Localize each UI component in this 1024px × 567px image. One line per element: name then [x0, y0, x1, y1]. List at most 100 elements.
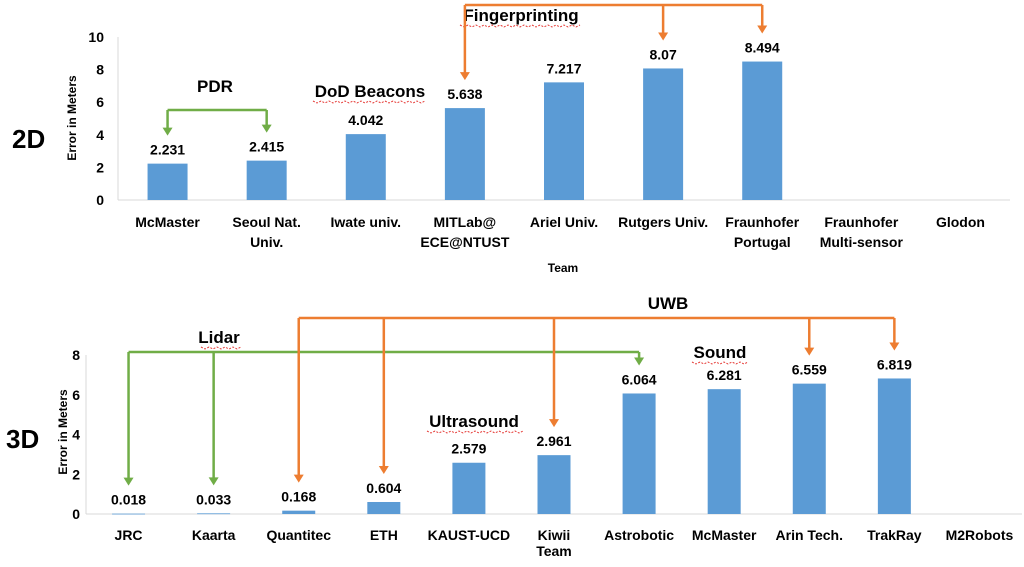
bar: [147, 163, 188, 200]
ylabel-3d: Error in Meters: [56, 389, 70, 475]
arrowhead: [634, 357, 645, 366]
data-label: 2.961: [536, 433, 571, 449]
category-label: Astrobotic: [604, 527, 674, 543]
bar: [444, 108, 485, 200]
data-label: 8.494: [745, 40, 780, 56]
data-label: 6.819: [877, 356, 912, 372]
category-label: Glodon: [936, 214, 985, 230]
annot-lidar: Lidar: [198, 328, 240, 347]
arrowhead: [757, 25, 768, 34]
annot-uwb: UWB: [648, 294, 689, 313]
category-label: Fraunhofer: [824, 214, 898, 230]
category-label: KAUST-UCD: [428, 527, 510, 543]
y-tick-label: 8: [96, 62, 104, 78]
y-tick-label: 8: [72, 347, 80, 363]
data-label: 0.604: [366, 480, 401, 496]
category-label: TrakRay: [867, 527, 922, 543]
category-label: JRC: [115, 527, 143, 543]
category-label: Univ.: [250, 234, 283, 250]
data-label: 7.217: [546, 60, 581, 76]
chart-3d: 024680.018JRC0.033Kaarta0.168Quantitec0.…: [72, 347, 1022, 559]
category-label: Arin Tech.: [776, 527, 843, 543]
bar: [707, 389, 741, 514]
y-tick-label: 4: [72, 427, 80, 443]
arrowhead: [261, 124, 272, 133]
bar: [742, 61, 783, 201]
arrowhead: [208, 477, 219, 486]
category-label: ETH: [370, 527, 398, 543]
data-label: 4.042: [348, 112, 383, 128]
data-label: 6.281: [707, 367, 742, 383]
annotation-connectors: [123, 3, 900, 486]
y-tick-label: 0: [96, 192, 104, 208]
category-label: McMaster: [135, 214, 200, 230]
category-label: Fraunhofer: [725, 214, 799, 230]
annot-fingerprinting: Fingerprinting: [463, 6, 578, 25]
arrowhead: [459, 72, 470, 81]
bar: [246, 160, 287, 200]
arrowhead: [658, 32, 669, 41]
data-label: 2.231: [150, 142, 185, 158]
bar: [345, 134, 386, 200]
data-label: 5.638: [447, 86, 482, 102]
arrowhead: [378, 465, 389, 474]
bar: [282, 510, 316, 514]
annot-dod-beacons: DoD Beacons: [315, 82, 426, 101]
data-label: 2.415: [249, 139, 284, 155]
data-label: 0.018: [111, 492, 146, 508]
category-label: Iwate univ.: [331, 214, 402, 230]
bar: [622, 393, 656, 514]
side-label-2d: 2D: [12, 124, 45, 154]
spellcheck-underline: [691, 361, 749, 365]
xlabel-2d: Team: [548, 261, 578, 275]
category-label: Multi-sensor: [820, 234, 904, 250]
category-label: Kaarta: [192, 527, 236, 543]
data-label: 6.559: [792, 362, 827, 378]
y-tick-label: 2: [72, 466, 80, 482]
arrowhead: [293, 474, 304, 483]
category-label: Rutgers Univ.: [618, 214, 708, 230]
category-label: Team: [536, 543, 572, 559]
y-tick-label: 6: [96, 94, 104, 110]
category-label: Ariel Univ.: [530, 214, 598, 230]
y-tick-label: 0: [72, 506, 80, 522]
bar: [643, 68, 684, 200]
arrowhead: [889, 342, 900, 351]
bar: [112, 513, 146, 515]
category-label: M2Robots: [946, 527, 1014, 543]
category-label: Seoul Nat.: [232, 214, 300, 230]
y-tick-label: 2: [96, 159, 104, 175]
spellcheck-underline: [312, 100, 426, 104]
category-label: Kiwii: [538, 527, 571, 543]
bar: [537, 455, 571, 514]
y-tick-label: 10: [88, 29, 104, 45]
data-label: 6.064: [622, 371, 657, 387]
spellcheck-underline: [426, 430, 524, 434]
bar: [197, 513, 231, 515]
bar: [452, 462, 486, 514]
spellcheck-underline: [459, 24, 581, 28]
bar: [877, 378, 911, 514]
bar: [367, 501, 401, 514]
annot-pdr: PDR: [197, 77, 233, 96]
ylabel-2d: Error in Meters: [65, 75, 79, 161]
y-tick-label: 4: [96, 127, 104, 143]
data-label: 0.168: [281, 489, 316, 505]
category-label: ECE@NTUST: [420, 234, 510, 250]
annot-sound: Sound: [694, 343, 747, 362]
side-label-3d: 3D: [6, 424, 39, 454]
arrowhead: [123, 477, 134, 486]
arrowhead: [804, 347, 815, 356]
data-label: 8.07: [649, 46, 676, 62]
category-label: McMaster: [692, 527, 757, 543]
data-label: 2.579: [451, 441, 486, 457]
bar: [792, 383, 826, 514]
data-label: 0.033: [196, 491, 231, 507]
arrowhead: [549, 419, 559, 428]
annot-ultrasound: Ultrasound: [429, 412, 519, 431]
bar: [544, 82, 584, 200]
category-label: Portugal: [734, 234, 791, 250]
